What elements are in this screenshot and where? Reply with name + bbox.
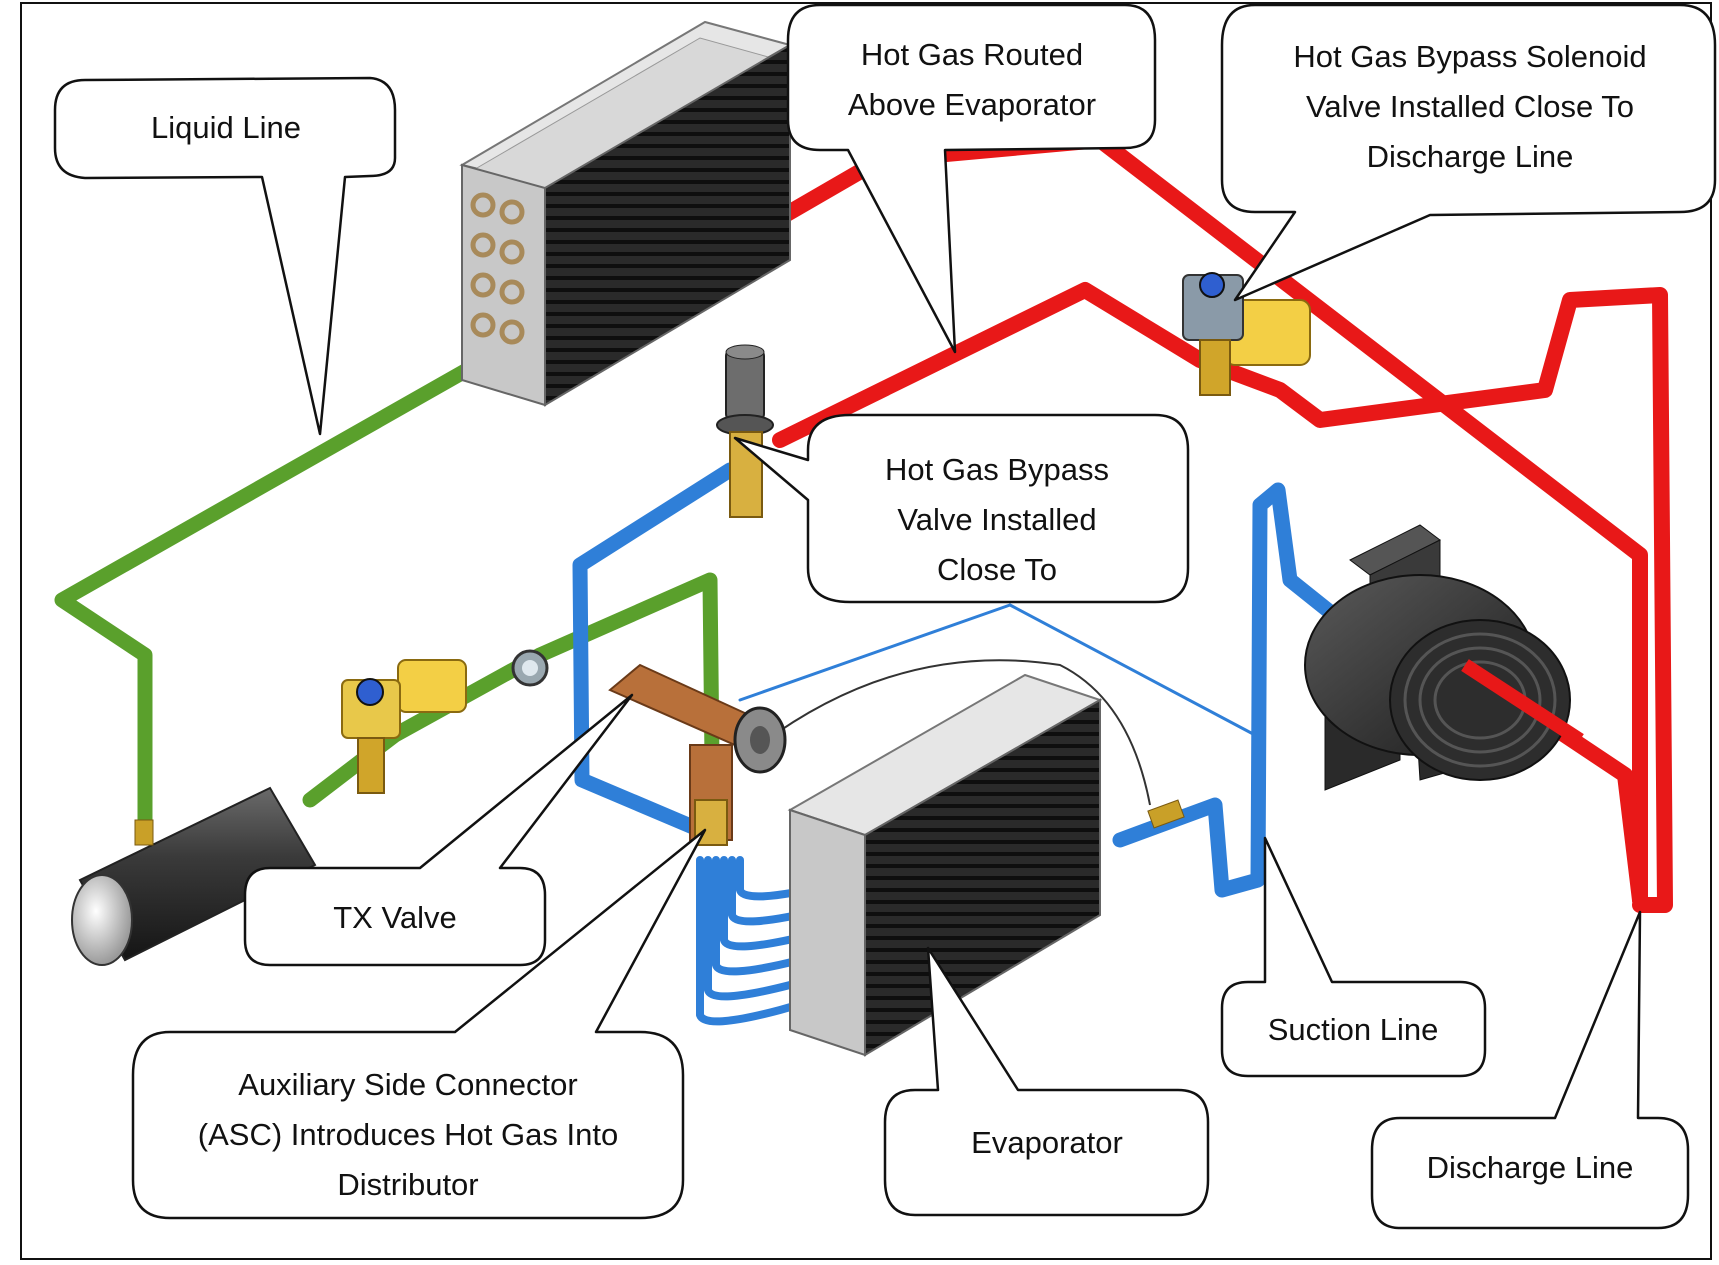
- callout-suction-line-label: Suction Line: [1268, 1012, 1439, 1047]
- callout-solenoid-line-2: Valve Installed Close To: [1306, 89, 1634, 124]
- compressor: [1304, 524, 1584, 791]
- callout-hot-gas-routed-line-1: Hot Gas Routed: [861, 37, 1083, 72]
- callout-discharge-line-label: Discharge Line: [1427, 1150, 1634, 1185]
- callout-solenoid: Hot Gas Bypass Solenoid Valve Installed …: [1220, 3, 1717, 302]
- condenser-return-bends: [470, 192, 525, 345]
- liquid-solenoid-valve: [341, 659, 467, 794]
- callout-asc-line-2: (ASC) Introduces Hot Gas Into: [198, 1117, 618, 1152]
- thin-link-line-2: [1008, 603, 1257, 737]
- callout-bypass-valve-line-1: Hot Gas Bypass: [885, 452, 1109, 487]
- callout-bypass-valve-line-2: Valve Installed: [897, 502, 1096, 537]
- callout-suction-line: Suction Line: [1220, 836, 1487, 1078]
- receiver-tank: [71, 786, 317, 966]
- hot-gas-bypass-line: [772, 282, 1673, 913]
- liquid-line-main: [54, 350, 496, 838]
- callout-discharge-line: Discharge Line: [1370, 910, 1690, 1230]
- callout-hot-gas-routed-line-2: Above Evaporator: [848, 87, 1096, 122]
- suction-line-pipes: [572, 462, 1348, 1026]
- callout-solenoid-line-1: Hot Gas Bypass Solenoid: [1293, 39, 1646, 74]
- callout-asc-line-1: Auxiliary Side Connector: [238, 1067, 577, 1102]
- callout-evaporator: Evaporator: [883, 946, 1210, 1217]
- compressor-discharge-stub: [1461, 659, 1584, 746]
- sensing-bulb-capillary: [759, 659, 1151, 806]
- callout-tx-valve-label: TX Valve: [333, 900, 456, 935]
- callout-evaporator-label: Evaporator: [971, 1125, 1123, 1160]
- callout-asc-line-3: Distributor: [337, 1167, 478, 1202]
- condenser-coil: [459, 20, 793, 407]
- callout-asc: Auxiliary Side Connector (ASC) Introduce…: [131, 828, 707, 1220]
- callout-tx-valve: TX Valve: [243, 693, 634, 967]
- callout-bypass-valve-line-3: Close To: [937, 552, 1057, 587]
- callouts: Liquid Line Hot Gas Routed Above Evapora…: [53, 3, 1717, 1230]
- suction-fitting: [1147, 799, 1185, 829]
- hot-gas-bypass-valve: [716, 344, 774, 518]
- thin-link-line: [738, 603, 1012, 702]
- bypass-valve-suction-link: [572, 462, 738, 838]
- suction-line-main: [1112, 482, 1348, 898]
- hot-gas-bypass-solenoid: [1182, 272, 1311, 396]
- liquid-line-pipes: [54, 350, 720, 838]
- callout-liquid-line-label: Liquid Line: [151, 110, 301, 145]
- callout-bypass-valve: Hot Gas Bypass Valve Installed Close To: [733, 413, 1190, 604]
- callout-hot-gas-routed: Hot Gas Routed Above Evaporator: [786, 3, 1157, 354]
- callout-liquid-line: Liquid Line: [53, 76, 397, 436]
- evaporator-coil: [787, 673, 1103, 1057]
- sight-glass: [511, 649, 549, 687]
- distributor-tubes: [696, 856, 854, 1026]
- callout-solenoid-line-3: Discharge Line: [1367, 139, 1574, 174]
- tx-valve-body: [608, 663, 787, 846]
